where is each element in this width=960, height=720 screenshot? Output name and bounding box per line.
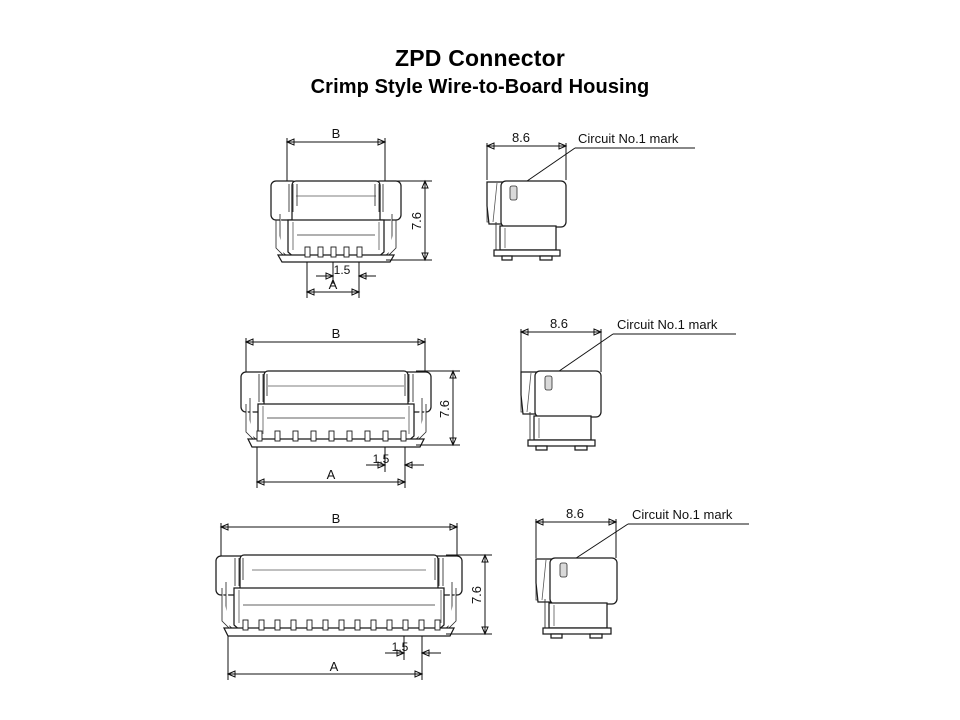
pin-row-medium (256, 430, 407, 442)
circuit-mark-label-small: Circuit No.1 mark (578, 131, 679, 146)
dim-b-label-large: B (332, 511, 341, 526)
dim-b-label-small: B (332, 126, 341, 141)
circuit-mark-label-large: Circuit No.1 mark (632, 507, 733, 522)
dimension-width-small: 8.6 (485, 130, 568, 180)
dim-pitch-label-large: 1.5 (392, 640, 409, 654)
drawing-group-small: B (270, 126, 695, 298)
front-view-large: B (215, 511, 492, 680)
dimension-b-medium: B (244, 326, 427, 378)
dimension-width-large: 8.6 (534, 506, 618, 558)
title-block: ZPD Connector Crimp Style Wire-to-Board … (0, 44, 960, 100)
dim-width-label-medium: 8.6 (550, 316, 568, 331)
circuit-mark-label-medium: Circuit No.1 mark (617, 317, 718, 332)
dimension-width-medium: 8.6 (519, 316, 603, 372)
dimension-b-small: B (285, 126, 387, 182)
circuit-mark-note-large: Circuit No.1 mark (563, 507, 749, 567)
drawing-group-large: B (215, 506, 749, 680)
side-view-small: 8.6 Circuit No.1 mark (485, 130, 695, 261)
dim-b-label-medium: B (332, 326, 341, 341)
dim-height-label-medium: 7.6 (437, 400, 452, 418)
dimension-height-small: 7.6 (386, 179, 432, 262)
page-title: ZPD Connector (395, 45, 565, 71)
circuit-no1-mark-medium (544, 375, 553, 391)
dim-a-label-large: A (330, 659, 339, 674)
dimension-height-medium: 7.6 (416, 369, 460, 447)
pin-row-large (242, 619, 441, 631)
circuit-no1-mark-large (559, 562, 568, 578)
dim-height-label-large: 7.6 (469, 586, 484, 604)
dimension-b-large: B (219, 511, 459, 560)
circuit-no1-mark-small (509, 185, 518, 201)
dimension-a-medium: A (255, 447, 407, 488)
side-view-large: 8.6 Circuit No.1 mark (534, 506, 749, 639)
dimension-pitch-medium: 1.5 (366, 447, 424, 472)
dimension-a-large: A (226, 636, 424, 680)
dim-a-label-medium: A (327, 467, 336, 482)
dim-pitch-label-medium: 1.5 (373, 452, 390, 466)
drawing-group-medium: B (240, 316, 736, 488)
dim-width-label-large: 8.6 (566, 506, 584, 521)
page-subtitle: Crimp Style Wire-to-Board Housing (310, 76, 650, 98)
dim-height-label-small: 7.6 (409, 212, 424, 230)
circuit-mark-note-medium: Circuit No.1 mark (548, 317, 736, 379)
dim-width-label-small: 8.6 (512, 130, 530, 145)
dimension-pitch-small: 1.5 (316, 262, 376, 284)
dim-pitch-label-small: 1.5 (334, 263, 351, 277)
side-view-medium: 8.6 Circuit No.1 mark (519, 316, 736, 451)
dim-a-label-small: A (329, 277, 338, 292)
dimension-pitch-large: 1.5 (385, 636, 441, 660)
front-view-medium: B (240, 326, 460, 488)
front-view-small: B (270, 126, 432, 298)
dimension-height-large: 7.6 (446, 553, 492, 636)
pin-row-small (304, 246, 363, 258)
dimension-a-small: A (305, 262, 361, 298)
